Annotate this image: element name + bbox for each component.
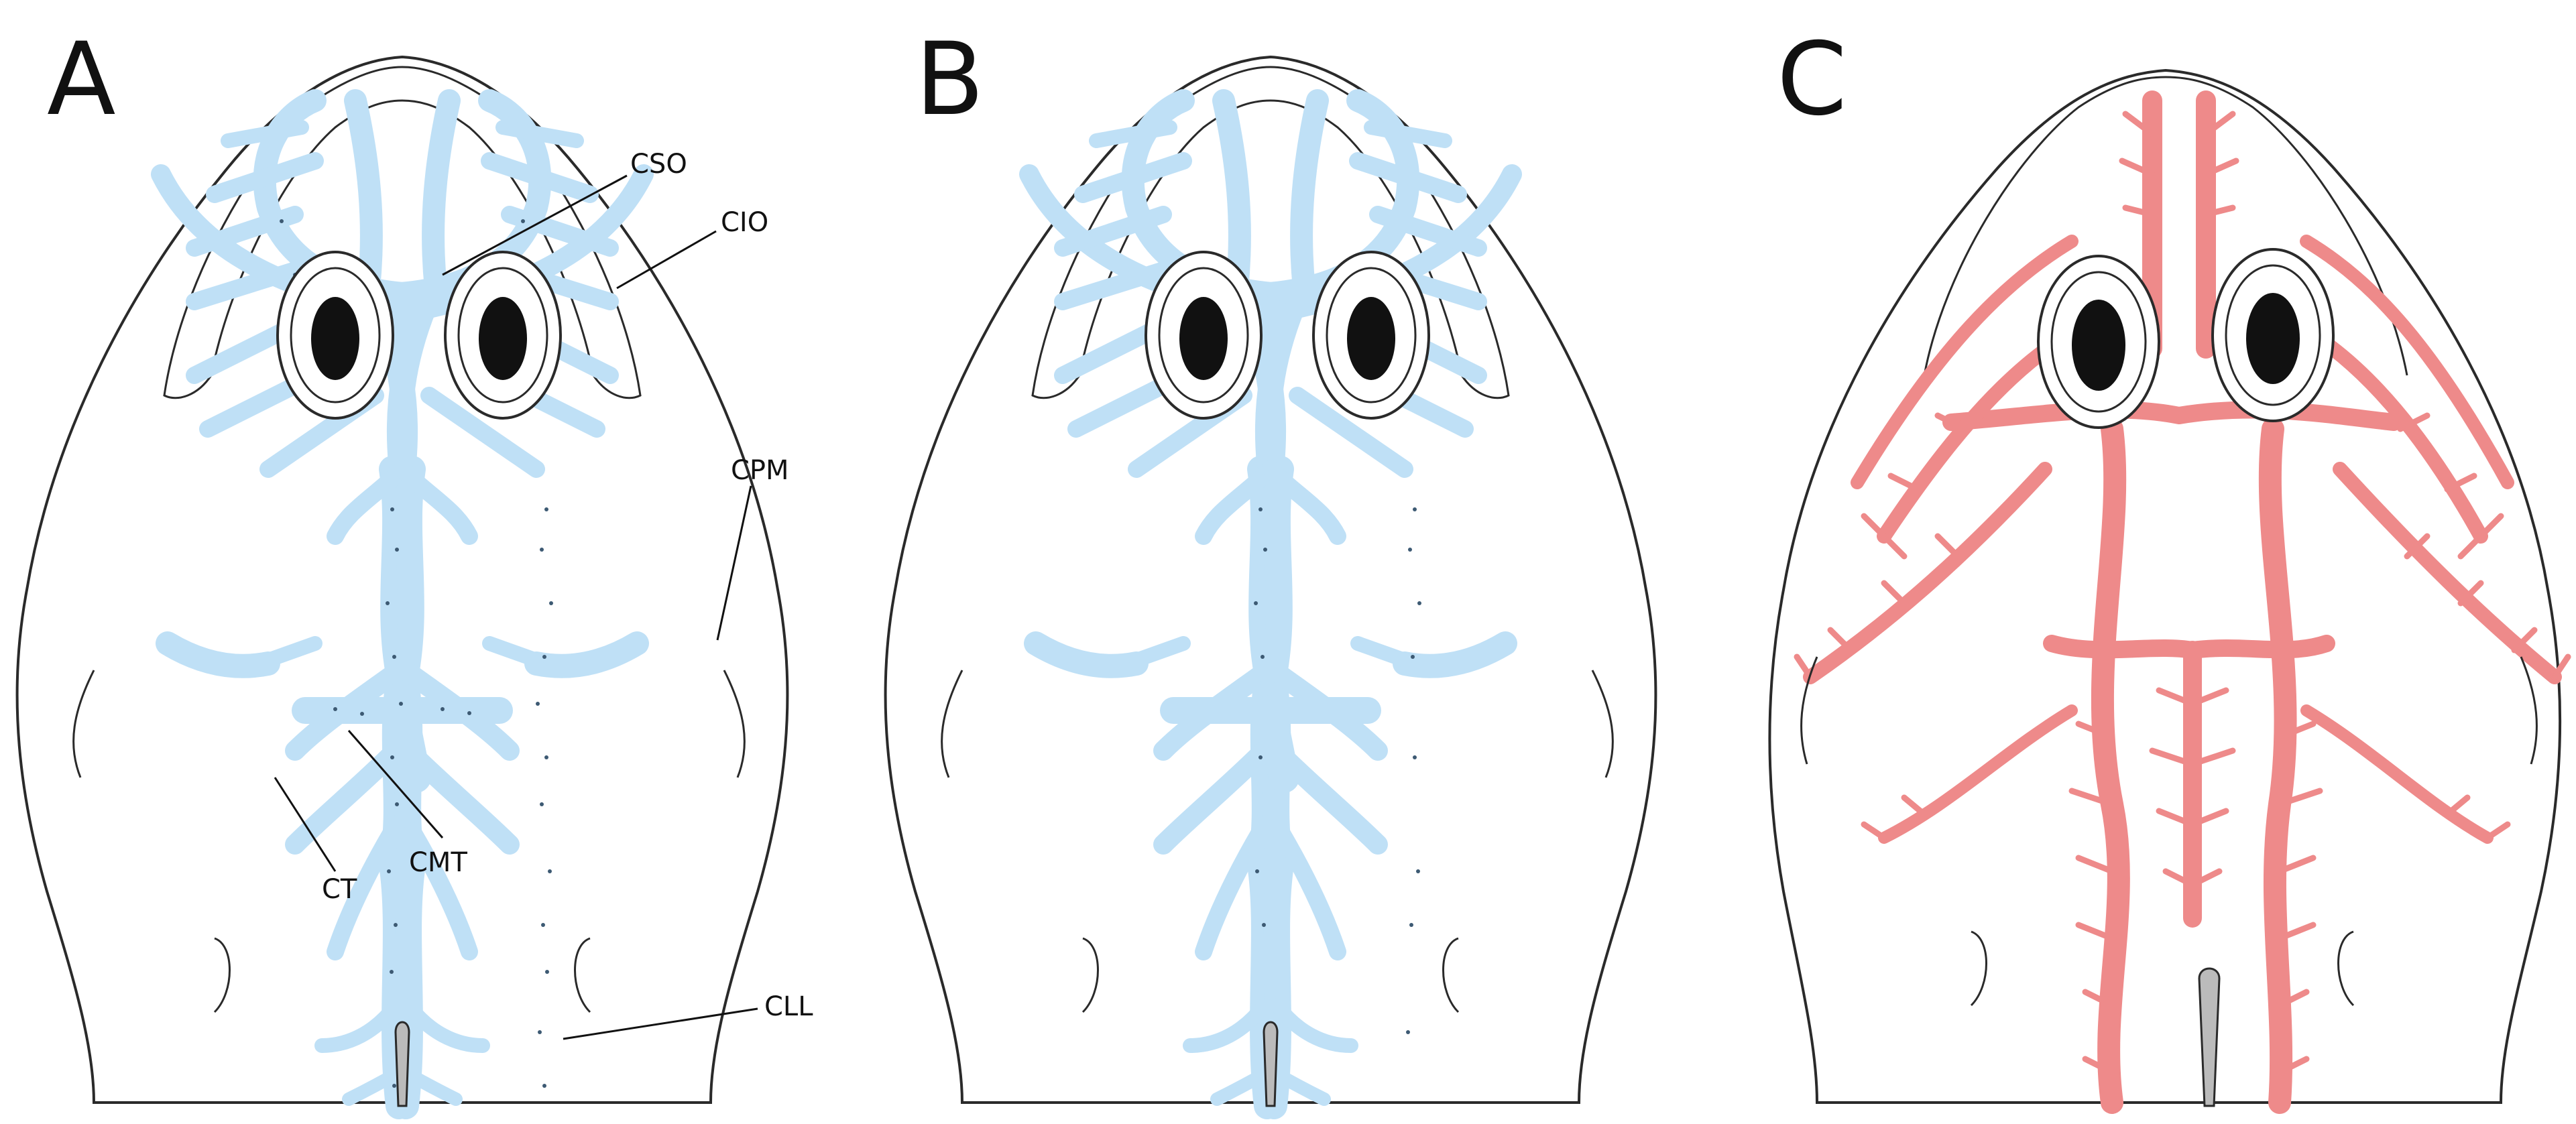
panel-c: C (1768, 21, 2571, 1114)
panel-label-b: B (915, 21, 984, 138)
gill-notch-left-b (1081, 937, 1099, 1013)
gill-notch-right-b (1442, 937, 1460, 1013)
eye-right-b (1312, 251, 1430, 420)
leader-cpm (716, 485, 752, 641)
eye-left-c (2037, 255, 2160, 429)
leader-cmt (347, 730, 444, 838)
leader-cio (616, 230, 717, 290)
panel-label-c: C (1777, 21, 1847, 138)
median-notch-c (2198, 967, 2221, 1107)
gill-notch-left-a (213, 937, 231, 1013)
median-notch-a (394, 1021, 410, 1107)
leader-ct (274, 777, 337, 872)
label-cll: CLL (764, 991, 813, 1022)
spine-left-b (941, 670, 963, 778)
gill-notch-right-c (2337, 930, 2355, 1007)
eye-left-b (1145, 251, 1263, 420)
annotation-layer-a: CSO CIO CPM CMT CT CLL (274, 149, 813, 1040)
spine-left-a (72, 670, 95, 778)
label-cmt: CMT (409, 847, 467, 878)
pore-dots-a (280, 219, 553, 1088)
canal-system-b (1029, 101, 1512, 1106)
panel-a: A (15, 21, 813, 1107)
gill-notch-right-a (574, 937, 591, 1013)
label-cso: CSO (630, 149, 687, 180)
spine-right-a (723, 670, 746, 778)
snout-shield-c (1923, 76, 2408, 376)
eye-left-a (276, 251, 394, 420)
canal-system-a (161, 101, 644, 1106)
panel-b: B (884, 21, 1657, 1107)
label-cio: CIO (721, 207, 768, 238)
panel-label-a: A (47, 21, 116, 138)
eye-right-a (444, 251, 562, 420)
spine-left-c (1800, 656, 1818, 765)
eye-right-c (2211, 248, 2335, 422)
label-ct: CT (322, 874, 357, 905)
leader-cso (442, 174, 628, 276)
label-cpm: CPM (731, 455, 789, 486)
spine-right-b (1591, 670, 1614, 778)
gill-notch-left-c (1970, 930, 1987, 1007)
median-notch-b (1263, 1021, 1279, 1107)
canal-twigs-c (1794, 111, 2571, 1076)
spine-right-c (2520, 656, 2538, 765)
leader-cll (563, 1007, 758, 1040)
